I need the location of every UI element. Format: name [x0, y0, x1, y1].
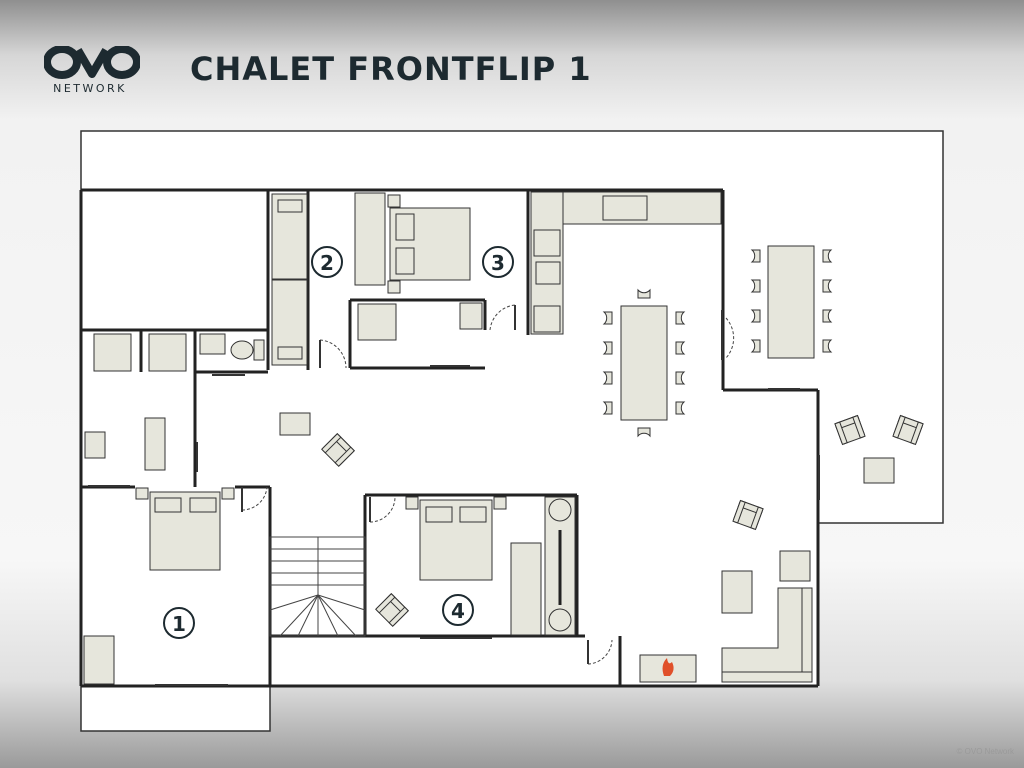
svg-text:4: 4 [451, 599, 465, 623]
logo-wordmark: NETWORK [53, 82, 127, 95]
bed-room-1 [83, 487, 235, 685]
bathroom-fixtures [84, 333, 265, 471]
ovo-logo-icon [44, 46, 140, 79]
door-swings [241, 304, 735, 665]
staircase [269, 536, 366, 637]
page-title: CHALET FRONTFLIP 1 [190, 50, 592, 88]
terrace-outline [80, 130, 944, 732]
svg-text:1: 1 [172, 612, 186, 636]
svg-text:3: 3 [491, 251, 505, 275]
room-badge-3: 3 [482, 246, 514, 278]
dining-table [620, 245, 815, 421]
fireplace-icon [639, 654, 697, 683]
kitchen [530, 191, 722, 335]
windows [88, 310, 820, 686]
copyright-text: © OVO Network [956, 747, 1014, 756]
bed-room-3 [354, 192, 483, 341]
room-badge-1: 1 [163, 607, 195, 639]
lounge-furniture [279, 412, 895, 683]
floor-area [81, 131, 943, 731]
svg-text:2: 2 [320, 251, 334, 275]
door-leaves [196, 305, 589, 664]
room-badge-2: 2 [311, 246, 343, 278]
bed-room-2 [271, 193, 308, 366]
bed-room-4 [405, 496, 576, 636]
room-badge-4: 4 [442, 594, 474, 626]
